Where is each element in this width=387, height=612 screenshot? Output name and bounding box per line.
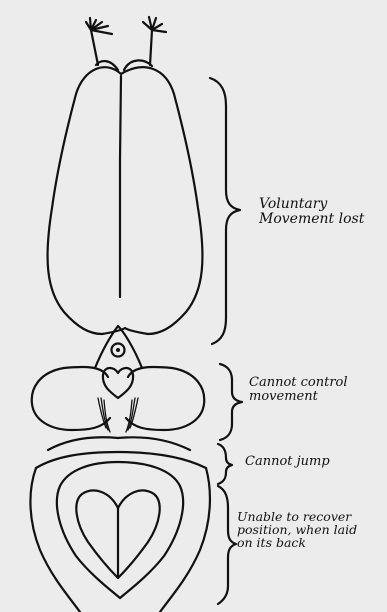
label-optic-lobes: Cannot control movement (249, 376, 348, 403)
label-medulla: Unable to recover position, when laid on… (237, 510, 357, 549)
pituitary-heart (103, 368, 133, 398)
label-optic-lobes-line-2: movement (249, 390, 348, 404)
cerebral-hemispheres (48, 67, 203, 334)
label-cerebrum: Voluntary Movement lost (259, 197, 364, 226)
label-cerebrum-line-1: Voluntary (259, 197, 364, 212)
medulla-inner (57, 462, 183, 598)
brace-optic-lobes (220, 364, 242, 440)
brace-cerebellum (218, 444, 232, 484)
label-cerebellum-line-1: Cannot jump (245, 455, 330, 469)
brace-cerebrum (210, 78, 240, 344)
cerebellum (48, 437, 190, 450)
brace-medulla (218, 486, 236, 604)
label-cerebrum-line-2: Movement lost (259, 212, 364, 227)
olfactory-bulbs (86, 17, 166, 70)
label-medulla-line-3: on its back (237, 536, 357, 549)
label-optic-lobes-line-1: Cannot control (249, 376, 348, 390)
medulla-outer (30, 468, 80, 612)
label-cerebellum: Cannot jump (245, 455, 330, 469)
crus-shading (98, 398, 138, 432)
median-fissure (120, 76, 121, 297)
